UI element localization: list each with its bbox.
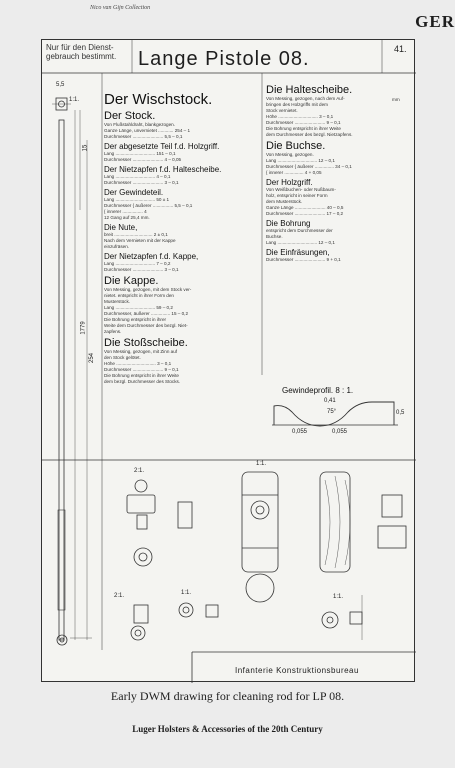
dim-254: 254 <box>89 352 96 364</box>
spec-row: Die Bohrung entspricht in ihrer Weite <box>266 126 341 131</box>
stoss-heading: Die Stoßscheibe. <box>104 337 188 349</box>
dim-profile-top: 0,41 <box>324 398 336 404</box>
spec-heading: Der Gewindeteil. <box>104 188 164 197</box>
stoss-row: Durchmesser ........................ 9 –… <box>104 367 179 372</box>
spec-row: Durchmesser { äußerer ................ 5… <box>104 203 193 208</box>
spec-row: bringen des Holzgriffs mit dem <box>266 102 328 107</box>
spec-heading: Der Wischstock. <box>104 91 213 108</box>
dim-profile-b2: 0,055 <box>332 429 348 435</box>
collection-credit: Nico van Gijn Collection <box>90 5 151 11</box>
scale-1-1-b: 1:1. <box>181 590 192 596</box>
spec-row: Lang ............................... 12 … <box>266 240 335 245</box>
spec-row: einzufräsen. <box>104 244 130 249</box>
spec-heading: Die Nute, <box>104 223 138 232</box>
spec-heading: Der Holzgriff. <box>266 178 313 187</box>
dim-1779: 1779 <box>80 321 87 335</box>
kappe-heading: Die Kappe. <box>104 275 159 287</box>
dim-5-5: 5,5 <box>56 82 65 88</box>
technical-drawing-sheet: Nur für den Dienst- gebrauch bestimmt. L… <box>41 39 416 683</box>
spec-heading: Die Bohrung <box>266 219 311 228</box>
thread-profile-label: Gewindeprofil. 8 : 1. <box>282 386 354 395</box>
scale-1-1-c: 1:1. <box>333 594 344 600</box>
spec-row: Von Weißbuchen- oder Nußbaum- <box>266 187 336 192</box>
sheet-number: 41. <box>394 44 407 54</box>
spec-row: Ganze Länge, unvernietet ............ 25… <box>104 128 191 133</box>
spec-row: 12 Gang auf 25,4 mm. <box>104 215 150 220</box>
drawing-title: Lange Pistole 08. <box>138 48 310 70</box>
stoss-row: Höhe ............................... 3 –… <box>104 361 172 366</box>
unit-label: mm <box>392 97 400 102</box>
kappe-row: zapfens. <box>104 329 122 334</box>
right-spec-column: Die Haltescheibe.Von Messing, gezogen, n… <box>266 82 412 263</box>
running-head: GER <box>415 12 455 31</box>
spec-row: Von Flußstahldraht, blankgezogen. <box>104 122 175 127</box>
stoss-row: dem bezgl. Durchmesser des Stocks. <box>104 379 181 384</box>
spec-row: breit .............................. 2 ±… <box>104 232 168 237</box>
spec-row: Lang ............................... 151… <box>104 151 176 156</box>
dim-profile-angle: 75° <box>327 409 337 415</box>
dim-profile-b1: 0,055 <box>292 429 308 435</box>
stoss-row: den Stock gelötet. <box>104 355 141 360</box>
spec-row: { innerer ............... 4 + 0,05 <box>266 170 322 175</box>
spec-heading: Der Nietzapfen f.d. Haltescheibe. <box>104 165 222 174</box>
spec-row: entspricht dem Durchmesser der <box>266 228 333 233</box>
spec-row: Durchmesser ........................ 3 –… <box>104 180 179 185</box>
spec-row: { innerer ................ 4 <box>104 209 147 214</box>
spec-heading: Die Buchse. <box>266 140 326 152</box>
spec-heading: Die Haltescheibe. <box>266 84 353 96</box>
spec-row: Lang ............................... 50 … <box>104 197 170 202</box>
scale-2-1-b: 2:1. <box>114 593 125 599</box>
kappe-row: Von Messing, gezogen, mit dem Stock ver- <box>104 287 192 292</box>
spec-row: holz, entspricht in seiner Form <box>266 193 328 198</box>
spec-row: Ganze Länge ........................ 40 … <box>266 205 344 210</box>
kappe-row: Musterstück. <box>104 299 131 304</box>
scale-2-1-a: 2:1. <box>134 468 145 474</box>
spec-row: Nach dem Vernieten mit der Kappe <box>104 238 176 243</box>
left-spec-column: Der Wischstock. Der Stock.Von Flußstahldr… <box>104 90 260 385</box>
stoss-row: Die Bohrung entspricht in ihrer Weite <box>104 373 179 378</box>
spec-row: Von Messing, gezogen, nach dem Auf- <box>266 96 345 101</box>
dim-profile-right: 0,5 <box>396 410 405 416</box>
figure-caption: Early DWM drawing for cleaning rod for L… <box>110 689 345 703</box>
spec-row: Lang ............................... 12 … <box>266 158 335 163</box>
kappe-row: Die Bohrung entspricht in ihrer <box>104 317 167 322</box>
spec-heading: Der abgesetzte Teil f.d. Holzgriff. <box>104 142 220 151</box>
spec-row: dem Musterstück. <box>266 199 303 204</box>
spec-row: Lang ............................... 7 –… <box>104 261 171 266</box>
drawing-office-footer: Infanterie Konstruktionsbureau <box>235 666 359 675</box>
spec-row: Durchmesser ........................ 4 –… <box>104 157 182 162</box>
spec-row: Durchmesser ........................ 17 … <box>266 211 344 216</box>
spec-row: Durchmesser { äußerer ............... 34… <box>266 164 352 169</box>
book-title: Luger Holsters & Accessories of the 20th… <box>132 724 323 734</box>
spec-row: Durchmesser ........................ 3 –… <box>104 267 179 272</box>
spec-row: Durchmesser ........................ 9 +… <box>266 257 341 262</box>
kappe-row: Durchmesser, äußerer ............... 15 … <box>104 311 188 316</box>
spec-heading: Der Stock. <box>104 110 156 122</box>
dim-15: 15 <box>82 144 89 152</box>
kappe-row: Weite dem Durchmesser des bezgl. Niet- <box>104 323 188 328</box>
kappe-row: Lang ............................... 59 … <box>104 305 173 310</box>
spec-row: Von Messing, gezogen. <box>266 152 314 157</box>
spec-row: Buchse. <box>266 234 283 239</box>
scale-label-main: 1:1. <box>69 97 80 103</box>
drawing-linework <box>42 40 416 683</box>
spec-row: Lang ............................... 4 –… <box>104 174 171 179</box>
spec-row: Stock vernietet. <box>266 108 298 113</box>
scale-1-1-a: 1:1. <box>256 461 267 467</box>
spec-row: Durchmesser ........................ 9 –… <box>266 120 341 125</box>
spec-heading: Der Nietzapfen f.d. Kappe, <box>104 252 199 261</box>
service-use-note: Nur für den Dienst- gebrauch bestimmt. <box>46 43 117 61</box>
spec-row: Höhe ............................... 3 –… <box>266 114 334 119</box>
spec-row: dem Durchmesser des bezgl. Nietzapfens. <box>266 132 353 137</box>
spec-row: Durchmesser ........................ 5,5… <box>104 134 183 139</box>
stoss-row: Von Messing, gezogen, mit Zinn auf <box>104 349 178 354</box>
spec-heading: Die Einfräsungen, <box>266 248 330 257</box>
kappe-row: nietet. entspricht in ihrer Form den <box>104 293 174 298</box>
